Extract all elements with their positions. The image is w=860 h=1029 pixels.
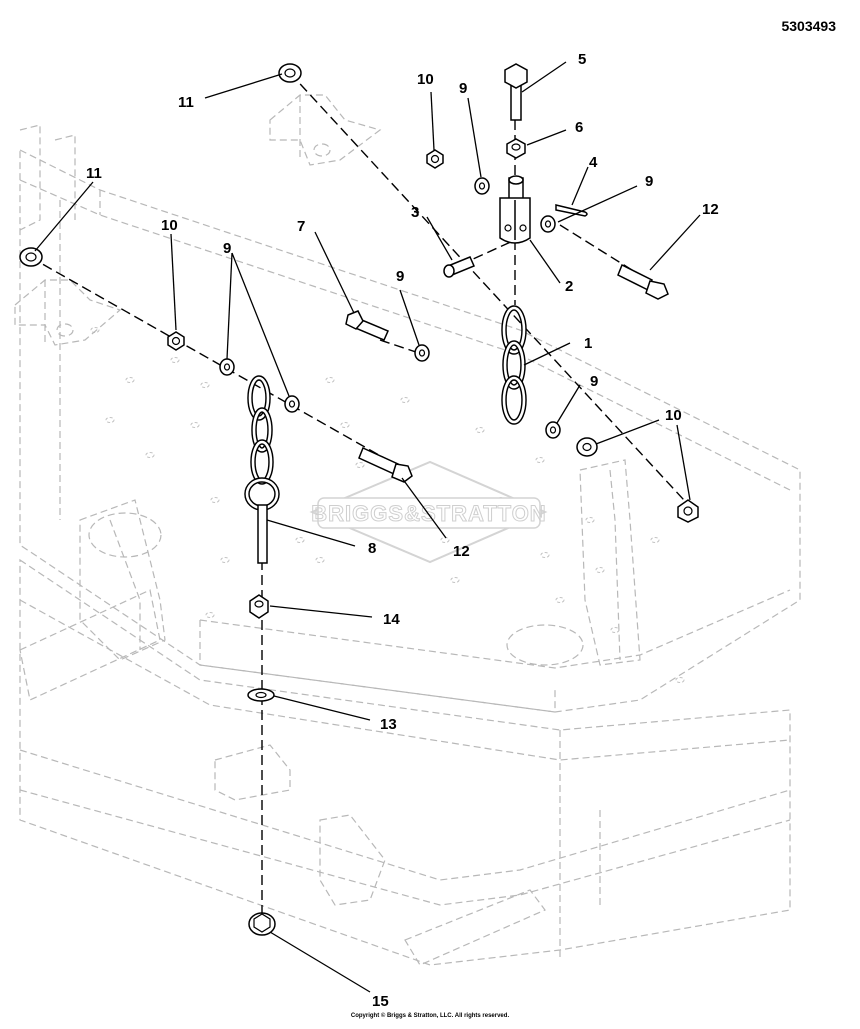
washer-9-right <box>540 215 556 233</box>
washer-9-left-a <box>219 358 235 376</box>
mower-deck-outline <box>19 124 801 966</box>
copyright-notice: Copyright © Briggs & Stratton, LLC. All … <box>350 1013 510 1019</box>
callout-8: 8 <box>368 540 376 557</box>
callout-12-lower: 12 <box>453 543 470 560</box>
callout-9-mid: 9 <box>396 268 404 285</box>
leader-lines <box>34 61 701 993</box>
flange-nut-11-upper <box>278 63 302 83</box>
callout-10-left: 10 <box>161 217 178 234</box>
callout-3: 3 <box>411 204 419 221</box>
hex-nut-10-upper <box>426 149 444 169</box>
deck-hanger-brackets <box>14 94 382 346</box>
callout-9-upper: 9 <box>459 80 467 97</box>
callout-10-upper: 10 <box>417 71 434 88</box>
clevis-pin-3 <box>443 256 475 278</box>
clevis-2 <box>499 175 531 244</box>
watermark-text: BRIGGS&STRATTON <box>311 501 546 526</box>
flange-nut-11-left <box>19 247 43 267</box>
washer-9-upper <box>474 177 490 195</box>
cotter-pin-4 <box>555 204 588 217</box>
hex-nut-10-right <box>677 499 699 523</box>
callout-11-left: 11 <box>86 165 102 182</box>
callout-9-left: 9 <box>223 240 231 257</box>
callout-5: 5 <box>578 51 586 68</box>
washer-9-mid <box>414 344 430 362</box>
callout-2: 2 <box>565 278 573 295</box>
deck-holes <box>90 327 685 683</box>
chain-rod-8 <box>244 375 280 564</box>
callout-10-right: 10 <box>665 407 682 424</box>
lock-nut-6 <box>506 138 526 159</box>
callout-1: 1 <box>584 335 592 352</box>
callout-14: 14 <box>383 611 400 628</box>
chain-1 <box>501 305 527 425</box>
bolt-5 <box>504 63 528 121</box>
callout-11-upper: 11 <box>178 94 194 111</box>
hex-nut-14 <box>249 594 269 619</box>
bolt-7 <box>345 310 389 341</box>
callout-9-lower-right: 9 <box>590 373 598 390</box>
washer-9-left-b <box>284 395 300 413</box>
callouts: 1 2 3 4 5 6 7 8 9 9 9 9 9 10 10 10 11 11… <box>86 51 719 1010</box>
document-number: 5303493 <box>781 18 836 34</box>
assembly-axes <box>29 72 696 920</box>
callout-7: 7 <box>297 218 305 235</box>
flange-nut-15 <box>248 912 276 936</box>
bolt-12-lower <box>358 446 413 483</box>
callout-15: 15 <box>372 993 389 1010</box>
brand-watermark: BRIGGS&STRATTON <box>309 460 548 564</box>
flange-nut-10-right-washer <box>576 437 598 457</box>
washer-13 <box>247 688 275 702</box>
washer-9-lower-right <box>545 421 561 439</box>
callout-4: 4 <box>589 154 598 171</box>
hex-nut-10-left <box>167 331 185 351</box>
callout-6: 6 <box>575 119 583 136</box>
bolt-12-upper <box>617 263 669 300</box>
callout-12-upper: 12 <box>702 201 719 218</box>
callout-13: 13 <box>380 716 397 733</box>
callout-9-right: 9 <box>645 173 653 190</box>
